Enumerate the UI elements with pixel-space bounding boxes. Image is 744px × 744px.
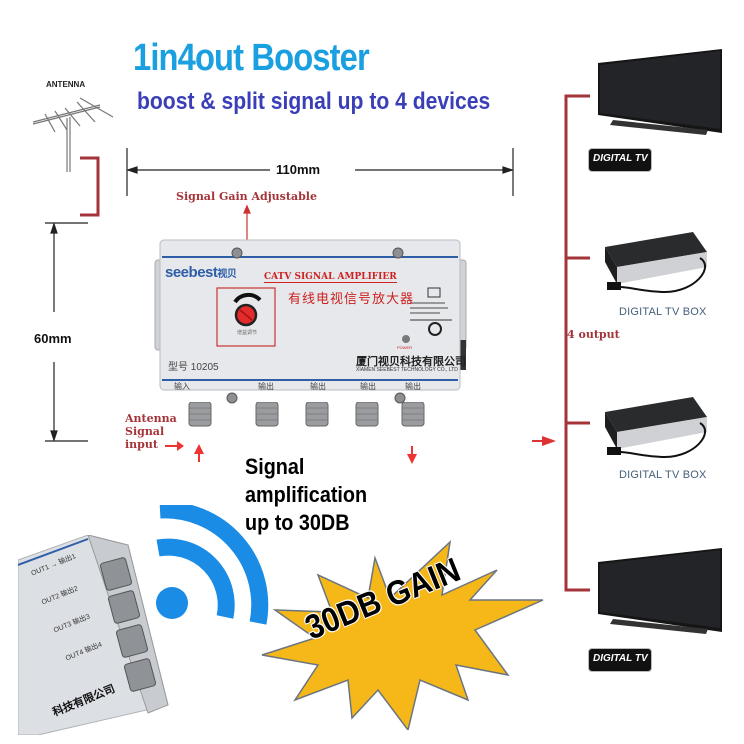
port-label: 输出 bbox=[405, 382, 421, 391]
gain-callout-label: Signal Gain Adjustable bbox=[176, 190, 317, 203]
port-label: 输出 bbox=[310, 382, 326, 391]
tv-box-2 bbox=[605, 397, 707, 459]
height-label: 60mm bbox=[34, 331, 72, 346]
tv-box-label-1: DIGITAL TV BOX bbox=[619, 306, 707, 318]
tv-box-1 bbox=[605, 232, 707, 294]
digital-tv-badge-2: DIGITAL TV bbox=[588, 648, 652, 672]
page-title: 1in4out Booster bbox=[133, 37, 370, 79]
output-arrow-down bbox=[407, 446, 417, 464]
power-label: POWER bbox=[397, 345, 413, 350]
company-en: XIAMEN SEEBEST TECHNOLOGY CO., LTD bbox=[356, 367, 458, 373]
side-device-image bbox=[18, 535, 169, 735]
antenna-label: ANTENNA bbox=[46, 80, 86, 89]
tv-1 bbox=[598, 49, 722, 135]
antenna-cable bbox=[80, 156, 100, 217]
output-bus-line bbox=[564, 94, 590, 592]
width-dimension bbox=[126, 148, 514, 196]
product-name: CATV SIGNAL AMPLIFIER bbox=[264, 272, 397, 283]
port-label: 输出 bbox=[360, 382, 376, 391]
starburst-badge bbox=[261, 539, 544, 730]
f-connectors bbox=[188, 402, 425, 427]
amplification-text: Signal amplification up to 30DB bbox=[245, 454, 368, 535]
product-name-cn: 有线电视信号放大器 bbox=[288, 291, 415, 306]
page-subtitle: boost & split signal up to 4 devices bbox=[137, 88, 491, 115]
amplifier-device: seebest视贝 CATV SIGNAL AMPLIFIER 有线电视信号放大… bbox=[154, 239, 467, 404]
height-dimension bbox=[45, 222, 88, 442]
width-label: 110mm bbox=[276, 162, 321, 177]
port-label: 输出 bbox=[258, 382, 274, 391]
antenna-icon bbox=[32, 97, 114, 172]
knob-label: 增益调节 bbox=[237, 330, 258, 336]
output-count-label: 4 output bbox=[567, 328, 620, 341]
digital-tv-badge-1: DIGITAL TV bbox=[588, 148, 652, 172]
input-arrow-right bbox=[165, 441, 184, 451]
port-label: 输入 bbox=[174, 382, 190, 391]
brand-logo: seebest视贝 bbox=[165, 264, 237, 281]
input-arrow-up bbox=[194, 444, 204, 462]
input-callout: Antenna Signal input bbox=[125, 412, 177, 451]
output-arrow bbox=[532, 436, 556, 446]
company-cn: 厦门视贝科技有限公司 bbox=[356, 356, 466, 368]
starburst-shape bbox=[261, 539, 544, 730]
wifi-icon bbox=[156, 505, 269, 625]
model-number: 型号 10205 bbox=[168, 362, 219, 373]
port-labels: 输入 输出 输出 输出 输出 bbox=[160, 381, 460, 395]
tv-box-label-2: DIGITAL TV BOX bbox=[619, 469, 707, 481]
tv-2 bbox=[598, 548, 722, 634]
